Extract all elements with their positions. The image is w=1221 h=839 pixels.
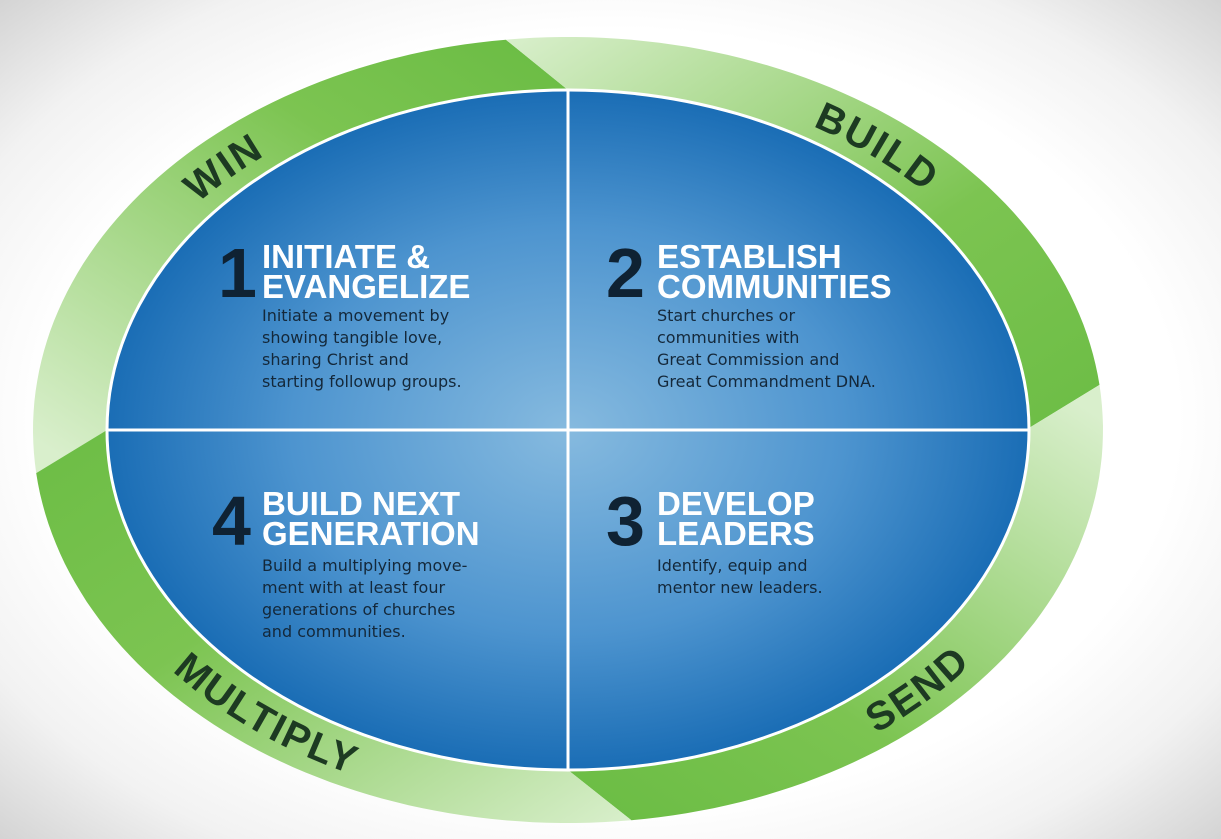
step-description-line: communities with <box>657 328 799 347</box>
outer-ring <box>33 37 1103 823</box>
step-description-line: showing tangible love, <box>262 328 442 347</box>
step-number: 1 <box>218 234 257 312</box>
ring-segment-build <box>505 37 1100 428</box>
step-description-line: mentor new leaders. <box>657 578 823 597</box>
step-number: 3 <box>606 482 645 560</box>
ring-segment-win <box>33 39 568 474</box>
step-description-line: ment with at least four <box>262 578 445 597</box>
step-title-line: LEADERS <box>657 515 815 552</box>
quadrant-4-build-next-generation: 4 BUILD NEXT GENERATION Build a multiply… <box>212 482 480 641</box>
step-number: 4 <box>212 482 251 560</box>
step-description-line: and communities. <box>262 622 406 641</box>
step-title-line: INITIATE & <box>262 238 430 275</box>
step-description-line: Great Commandment DNA. <box>657 372 876 391</box>
step-description-line: Great Commission and <box>657 350 839 369</box>
step-title-line: GENERATION <box>262 515 480 552</box>
step-description-line: Initiate a movement by <box>262 306 449 325</box>
step-title-line: DEVELOP <box>657 485 815 522</box>
step-description-line: Build a multiplying move- <box>262 556 467 575</box>
step-number: 2 <box>606 234 645 312</box>
ring-segment-multiply <box>36 430 632 823</box>
quadrant-3-develop-leaders: 3 DEVELOP LEADERS Identify, equip and me… <box>606 482 823 597</box>
step-description-line: Start churches or <box>657 306 795 325</box>
step-description-line: starting followup groups. <box>262 372 462 391</box>
step-description-line: sharing Christ and <box>262 350 409 369</box>
quadrant-1-initiate-evangelize: 1 INITIATE & EVANGELIZE Initiate a movem… <box>218 234 470 391</box>
step-description-line: Identify, equip and <box>657 556 808 575</box>
step-title-line: COMMUNITIES <box>657 268 892 305</box>
step-description-line: generations of churches <box>262 600 455 619</box>
step-title-line: ESTABLISH <box>657 238 842 275</box>
step-title-line: BUILD NEXT <box>262 485 460 522</box>
ring-segment-send <box>568 384 1103 821</box>
step-title-line: EVANGELIZE <box>262 268 470 305</box>
quadrant-2-establish-communities: 2 ESTABLISH COMMUNITIES Start churches o… <box>606 234 892 391</box>
